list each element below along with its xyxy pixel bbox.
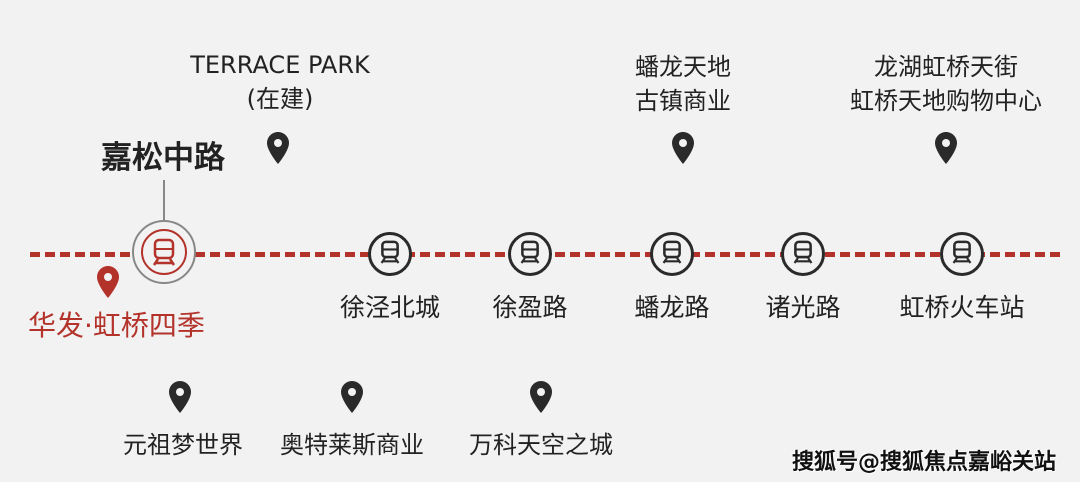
poi-name: 蟠龙天地 <box>635 53 731 81</box>
train-icon <box>379 240 401 268</box>
location-pin-icon <box>935 132 957 164</box>
location-pin-icon <box>341 381 363 413</box>
poi-name: (在建) <box>246 85 314 113</box>
station-marker <box>650 232 694 276</box>
train-icon <box>792 240 814 268</box>
station-label: 虹桥火车站 <box>899 293 1025 322</box>
location-pin-icon <box>530 381 552 413</box>
watermark: 搜狐号@搜狐焦点嘉峪关站 <box>791 450 1056 475</box>
connector <box>163 180 165 220</box>
station-label: 蟠龙路 <box>634 293 710 322</box>
poi-bottom: 奥特莱斯商业 <box>280 431 424 459</box>
poi-name: 古镇商业 <box>635 87 731 115</box>
station-marker <box>940 232 984 276</box>
station-label: 诸光路 <box>765 293 841 322</box>
poi-name: 龙湖虹桥天街 <box>874 53 1018 81</box>
station-marker <box>508 232 552 276</box>
poi-name: 虹桥天地购物中心 <box>850 87 1042 115</box>
current-station-label: 嘉松中路 <box>101 140 225 176</box>
poi-top: 蟠龙天地古镇商业 <box>635 50 731 118</box>
train-icon <box>661 240 683 268</box>
station-label: 徐盈路 <box>492 293 568 322</box>
train-icon <box>951 240 973 268</box>
poi-bottom: 元祖梦世界 <box>123 431 243 459</box>
station-marker <box>368 232 412 276</box>
location-pin-icon <box>267 132 289 164</box>
location-pin-icon <box>672 132 694 164</box>
train-icon <box>519 240 541 268</box>
location-pin-icon <box>169 381 191 413</box>
current-station-marker <box>132 220 196 284</box>
project-label: 华发·虹桥四季 <box>28 309 205 342</box>
poi-top: TERRACE PARK (在建) <box>190 48 370 116</box>
poi-top: 龙湖虹桥天街虹桥天地购物中心 <box>850 50 1042 118</box>
project-pin-icon <box>97 266 119 298</box>
station-marker <box>781 232 825 276</box>
train-icon <box>141 229 187 275</box>
poi-bottom: 万科天空之城 <box>469 431 613 459</box>
poi-name: TERRACE PARK <box>190 51 370 79</box>
station-label: 徐泾北城 <box>339 293 441 322</box>
